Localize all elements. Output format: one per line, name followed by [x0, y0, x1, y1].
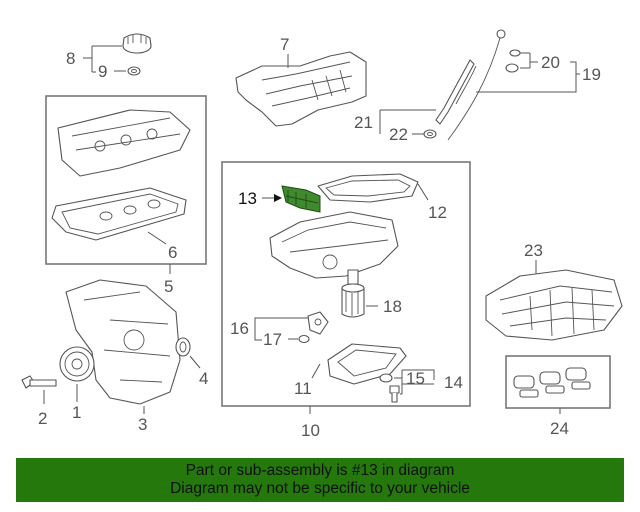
- crankshaft-pulley[interactable]: [59, 346, 95, 382]
- leader-14: [400, 369, 435, 395]
- banner-line-2: Diagram may not be specific to your vehi…: [170, 480, 470, 497]
- front-crank-seal[interactable]: [175, 337, 191, 357]
- part-13-highlighted[interactable]: [281, 185, 321, 213]
- callout-6: 6: [168, 243, 177, 262]
- oil-filler-seal[interactable]: [127, 66, 141, 76]
- callout-12: 12: [428, 203, 447, 222]
- cylinder-head-cover-group-box: [45, 95, 207, 265]
- dipstick-tube-o-ring[interactable]: [423, 129, 437, 139]
- callout-19: 19: [582, 65, 601, 84]
- timing-cover[interactable]: [65, 279, 181, 405]
- oil-filler-cap[interactable]: [122, 33, 152, 54]
- intake-manifold[interactable]: [485, 269, 623, 341]
- callout-24: 24: [550, 419, 569, 438]
- callout-9: 9: [98, 62, 107, 81]
- callout-22: 22: [389, 125, 408, 144]
- leader-6: [147, 231, 167, 245]
- callout-23: 23: [524, 241, 543, 260]
- intake-gaskets-group-box: [505, 355, 611, 409]
- callout-10: 10: [301, 421, 320, 440]
- leader-20: [520, 52, 538, 69]
- oil-filter[interactable]: [341, 269, 365, 318]
- callout-21: 21: [354, 113, 373, 132]
- leader-19: [476, 61, 580, 93]
- dipstick-tube[interactable]: [435, 59, 477, 125]
- valve-cover-gasket[interactable]: [51, 187, 187, 241]
- callout-3: 3: [138, 415, 147, 434]
- leader-12: [417, 183, 429, 201]
- oil-level-sensor[interactable]: [307, 311, 329, 335]
- callout-14: 14: [444, 373, 463, 392]
- leader-8: [83, 45, 122, 73]
- callout-16: 16: [230, 319, 249, 338]
- callout-2: 2: [38, 409, 47, 428]
- oil-pan-group-box: [221, 161, 471, 407]
- oil-pan-gasket[interactable]: [317, 173, 419, 203]
- leader-16: [254, 317, 308, 341]
- engine-cover[interactable]: [235, 51, 367, 127]
- callout-17: 17: [263, 330, 282, 349]
- dipstick[interactable]: [447, 29, 506, 141]
- callout-20: 20: [541, 53, 560, 72]
- dipstick-tube-seal[interactable]: [505, 49, 521, 73]
- part-info-banner: Part or sub-assembly is #13 in diagram D…: [16, 458, 624, 502]
- callout-1: 1: [72, 403, 81, 422]
- callout-4: 4: [199, 369, 208, 388]
- callout-18: 18: [383, 297, 402, 316]
- parts-diagram: 8 9 7 20 19 21 22: [21, 29, 623, 440]
- intake-gaskets[interactable]: [513, 367, 591, 398]
- callout-13: 13: [238, 189, 257, 208]
- sensor-o-ring[interactable]: [298, 334, 310, 344]
- leader-4: [189, 355, 201, 369]
- pulley-bolt[interactable]: [21, 375, 57, 389]
- leader-11: [311, 363, 321, 379]
- leader-21: [379, 109, 436, 134]
- callout-11: 11: [294, 379, 312, 398]
- callout-15: 15: [406, 369, 425, 388]
- callout-5: 5: [164, 277, 173, 296]
- leader-13-arrowhead: [274, 194, 282, 202]
- callout-8: 8: [66, 49, 75, 68]
- callout-7: 7: [280, 35, 289, 54]
- valve-cover[interactable]: [57, 109, 191, 177]
- banner-line-1: Part or sub-assembly is #13 in diagram: [185, 462, 455, 479]
- drain-plug-washer[interactable]: [379, 373, 393, 383]
- upper-oil-pan[interactable]: [269, 211, 399, 279]
- drain-plug[interactable]: [389, 385, 400, 403]
